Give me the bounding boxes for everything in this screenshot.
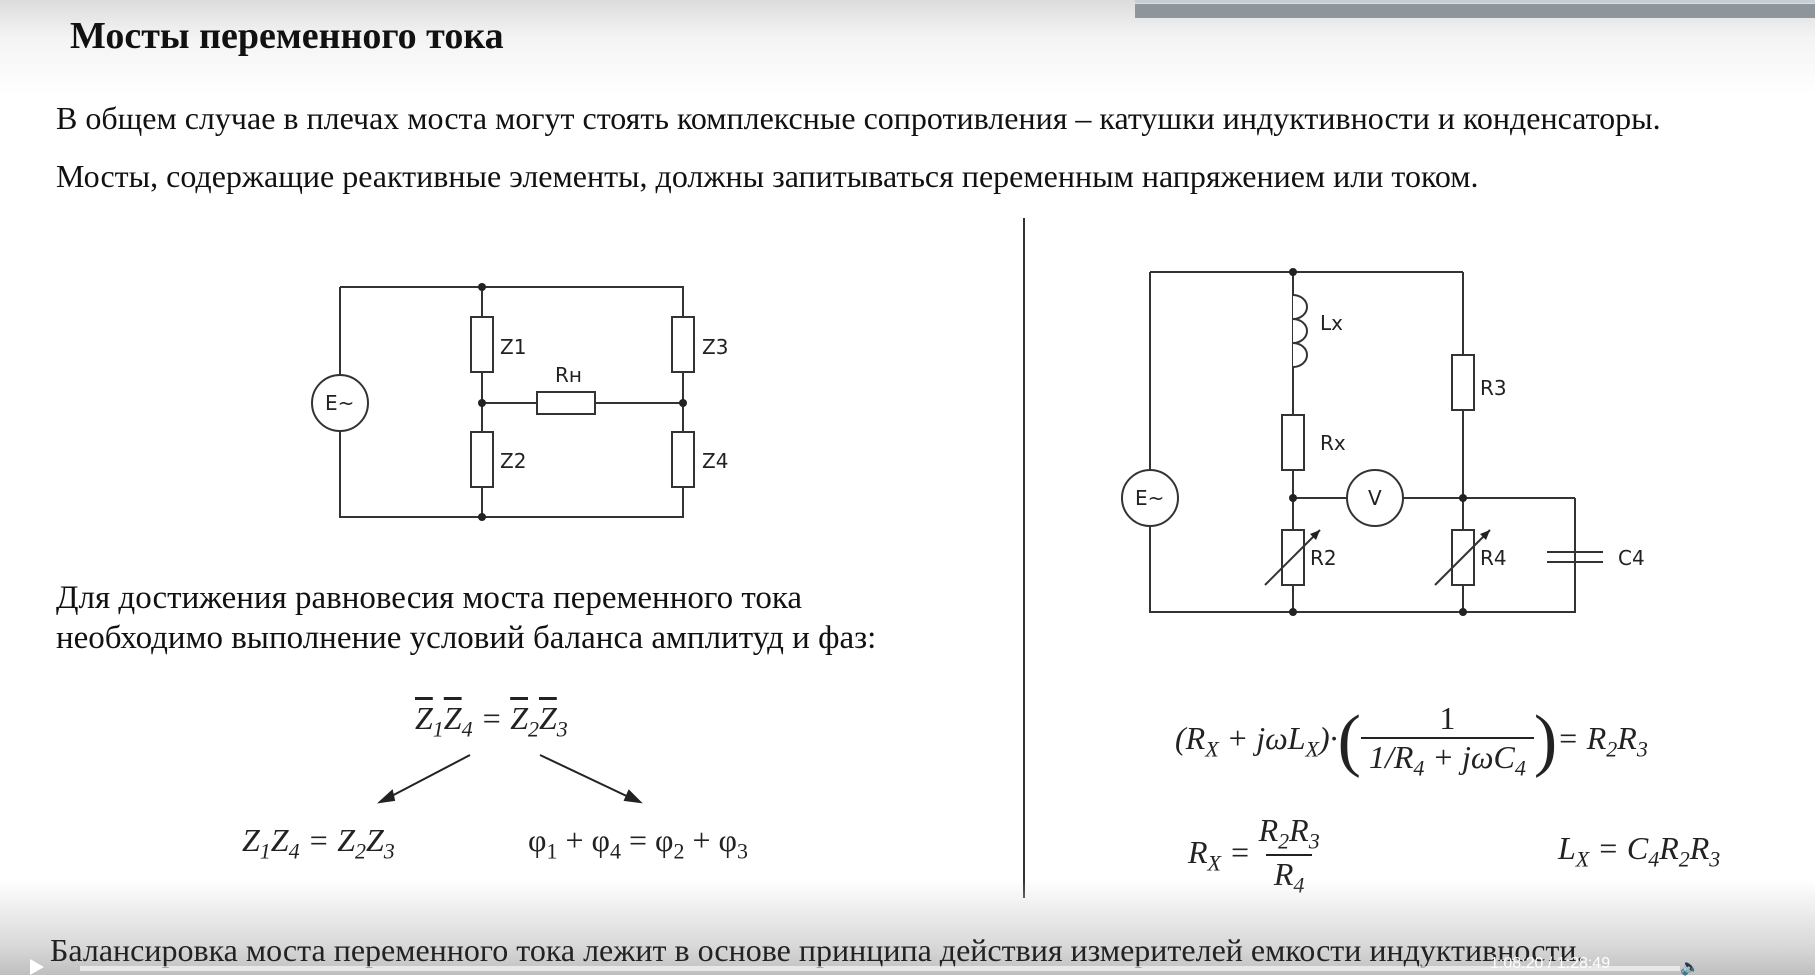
time-display: 1:08:20 / 1:28:49 bbox=[1490, 955, 1611, 972]
right-bridge-circuit: E~ Lx Rx R3 R2 R4 C4 V bbox=[1121, 268, 1645, 616]
bottom-caption: Балансировка моста переменного тока лежи… bbox=[50, 932, 1585, 968]
z2-label: Z2 bbox=[500, 449, 526, 473]
balance-equation: Z1Z4 = Z2Z3 bbox=[415, 700, 568, 742]
bottom-shade bbox=[0, 880, 1815, 975]
z1-label: Z1 bbox=[500, 335, 526, 359]
right-source-label: E~ bbox=[1135, 486, 1164, 510]
vertical-divider bbox=[1023, 218, 1025, 898]
condition-line-2: необходимо выполнение условий баланса ам… bbox=[56, 620, 877, 656]
z3-label: Z3 bbox=[702, 335, 728, 359]
complex-balance-equation: (RX + jωLX)· ( 1 1/R4 + jωC4 ) = R2R3 bbox=[1175, 700, 1648, 781]
phase-balance: φ1 + φ4 = φ2 + φ3 bbox=[528, 822, 749, 864]
play-icon[interactable] bbox=[30, 959, 44, 975]
amplitude-balance: Z1Z4 = Z2Z3 bbox=[242, 822, 395, 864]
volume-icon[interactable]: 🔈 bbox=[1680, 957, 1700, 976]
player-controls: 1:08:20 / 1:28:49 🔈 bbox=[0, 955, 1815, 976]
lx-label: Lx bbox=[1320, 311, 1343, 335]
r2-label: R2 bbox=[1310, 546, 1337, 570]
paragraph-1: В общем случае в плечах моста могут стоя… bbox=[56, 100, 1661, 136]
voltmeter-label: V bbox=[1368, 486, 1382, 510]
top-bar-line bbox=[1135, 0, 1815, 3]
slide-title: Мосты переменного тока bbox=[70, 15, 504, 57]
condition-line-1: Для достижения равновесия моста переменн… bbox=[56, 580, 802, 616]
derivation-arrows bbox=[376, 754, 643, 804]
r4-label: R4 bbox=[1480, 546, 1507, 570]
rx-label: Rx bbox=[1320, 431, 1346, 455]
rx-formula: RX = R2R3 R4 bbox=[1188, 812, 1320, 899]
c4-label: C4 bbox=[1618, 546, 1645, 570]
z4-label: Z4 bbox=[702, 449, 728, 473]
lx-formula: LX = C4R2R3 bbox=[1558, 830, 1721, 872]
load-label: Rн bbox=[555, 363, 582, 387]
left-bridge-circuit: E~ Z1 Z2 Z3 Z4 Rн bbox=[311, 283, 728, 521]
left-source-label: E~ bbox=[325, 391, 354, 415]
top-bar bbox=[1135, 4, 1815, 18]
paragraph-2: Мосты, содержащие реактивные элементы, д… bbox=[56, 158, 1479, 194]
r3-label: R3 bbox=[1480, 376, 1507, 400]
seek-bar[interactable] bbox=[80, 966, 1680, 971]
